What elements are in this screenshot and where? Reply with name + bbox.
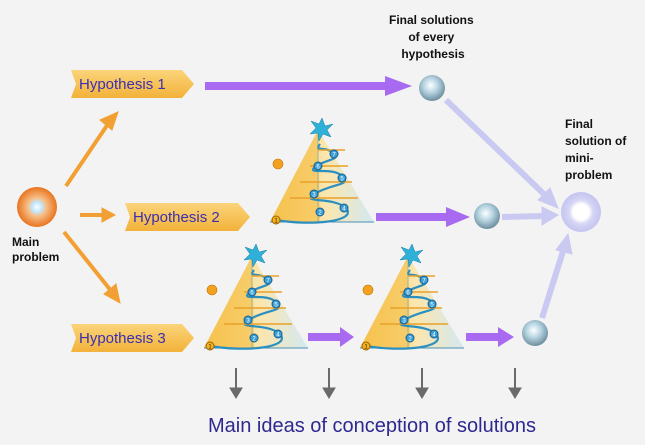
branch-arrow-down xyxy=(62,230,114,294)
merge-arrow-2-head xyxy=(541,206,560,226)
merge-arrow-3-head xyxy=(555,232,573,255)
pyramid-2-step-number-5: 5 xyxy=(274,303,278,309)
final-solution-mini-line-2: solution of xyxy=(565,134,627,148)
hypothesis-1-label: Hypothesis 1 xyxy=(79,76,166,93)
final-solutions-line-1: Final solutions xyxy=(389,13,474,27)
pyramid-3-step-number-4: 4 xyxy=(432,333,436,339)
pyramid-3-step-number-3: 3 xyxy=(402,319,406,325)
flow-arrow-3a xyxy=(308,333,342,341)
solution-node-1 xyxy=(419,75,445,101)
pyramid-hypothesis-2 xyxy=(268,116,376,226)
merge-arrows xyxy=(443,97,573,319)
flow-arrows xyxy=(205,76,514,347)
pyramid-2-step-number-3: 3 xyxy=(246,319,250,325)
final-solution-mini-label: Final solution of mini- problem xyxy=(565,117,630,182)
flow-arrow-3b-head xyxy=(498,327,514,347)
merge-arrow-1 xyxy=(443,97,551,201)
branch-arrows xyxy=(62,111,121,304)
main-problem-line-1: Main xyxy=(12,235,39,249)
down-arrows xyxy=(229,368,522,399)
final-solution-mini-line-4: problem xyxy=(565,168,612,182)
final-solution-mini-line-1: Final xyxy=(565,117,593,131)
pyramid-1-step-number-2: 2 xyxy=(318,211,322,217)
hypothesis-2-label: Hypothesis 2 xyxy=(133,209,220,226)
hypothesis-1-arrow: Hypothesis 1 xyxy=(71,70,194,98)
final-solutions-label: Final solutions of every hypothesis xyxy=(389,13,477,61)
pyramid-3-step-number-6: 6 xyxy=(406,291,410,297)
pyramid-1-step-number-6: 6 xyxy=(316,165,320,171)
final-solutions-line-3: hypothesis xyxy=(401,47,465,61)
branch-arrow-up-head xyxy=(99,111,119,131)
main-problem-line-2: problem xyxy=(12,250,59,264)
flow-arrow-2 xyxy=(376,213,446,221)
main-problem-label: Main problem xyxy=(12,235,59,264)
flow-arrow-3a-head xyxy=(340,327,354,347)
pyramid-3-step-number-2: 2 xyxy=(408,337,412,343)
merge-arrow-3 xyxy=(539,247,567,319)
pyramid-2-step-number-2: 2 xyxy=(252,337,256,343)
branch-arrow-middle-head xyxy=(101,207,117,223)
flow-arrow-1 xyxy=(205,82,385,90)
pyramid-1-step-number-7: 7 xyxy=(332,153,336,159)
branch-arrow-down-head xyxy=(103,283,121,304)
pyramid-3-step-number-1: 1 xyxy=(364,345,368,351)
pyramid-hypothesis-3a xyxy=(202,242,310,352)
hypothesis-2-arrow: Hypothesis 2 xyxy=(125,203,250,231)
pyramid-2-step-number-1: 1 xyxy=(208,345,212,351)
pyramid-3-step-number-5: 5 xyxy=(430,303,434,309)
merge-arrow-2 xyxy=(501,213,545,220)
caption: Main ideas of conception of solutions xyxy=(208,415,536,437)
final-solution-mini-line-3: mini- xyxy=(565,151,594,165)
main-problem-node xyxy=(17,187,57,227)
final-solution-node xyxy=(561,192,601,232)
flow-arrow-1-head xyxy=(385,76,412,96)
merge-arrow-1-head xyxy=(537,187,559,209)
final-solutions-line-2: of every xyxy=(408,30,454,44)
solution-node-3 xyxy=(522,320,548,346)
pyramid-2-step-number-6: 6 xyxy=(250,291,254,297)
pyramid-hypothesis-3b xyxy=(358,242,466,352)
pyramid-1-step-number-1: 1 xyxy=(274,219,278,225)
pyramid-3-step-number-7: 7 xyxy=(422,279,426,285)
pyramid-2-step-number-7: 7 xyxy=(266,279,270,285)
solution-node-2 xyxy=(474,203,500,229)
pyramid-1-step-number-5: 5 xyxy=(340,177,344,183)
pyramid-1-step-number-3: 3 xyxy=(312,193,316,199)
branch-arrow-up xyxy=(64,122,110,188)
hypothesis-3-label: Hypothesis 3 xyxy=(79,330,166,347)
pyramid-1-step-number-4: 4 xyxy=(342,207,346,213)
flow-arrow-3b xyxy=(466,333,500,341)
pyramid-2-step-number-4: 4 xyxy=(276,333,280,339)
flow-arrow-2-head xyxy=(446,207,470,227)
hypothesis-3-arrow: Hypothesis 3 xyxy=(71,324,194,352)
